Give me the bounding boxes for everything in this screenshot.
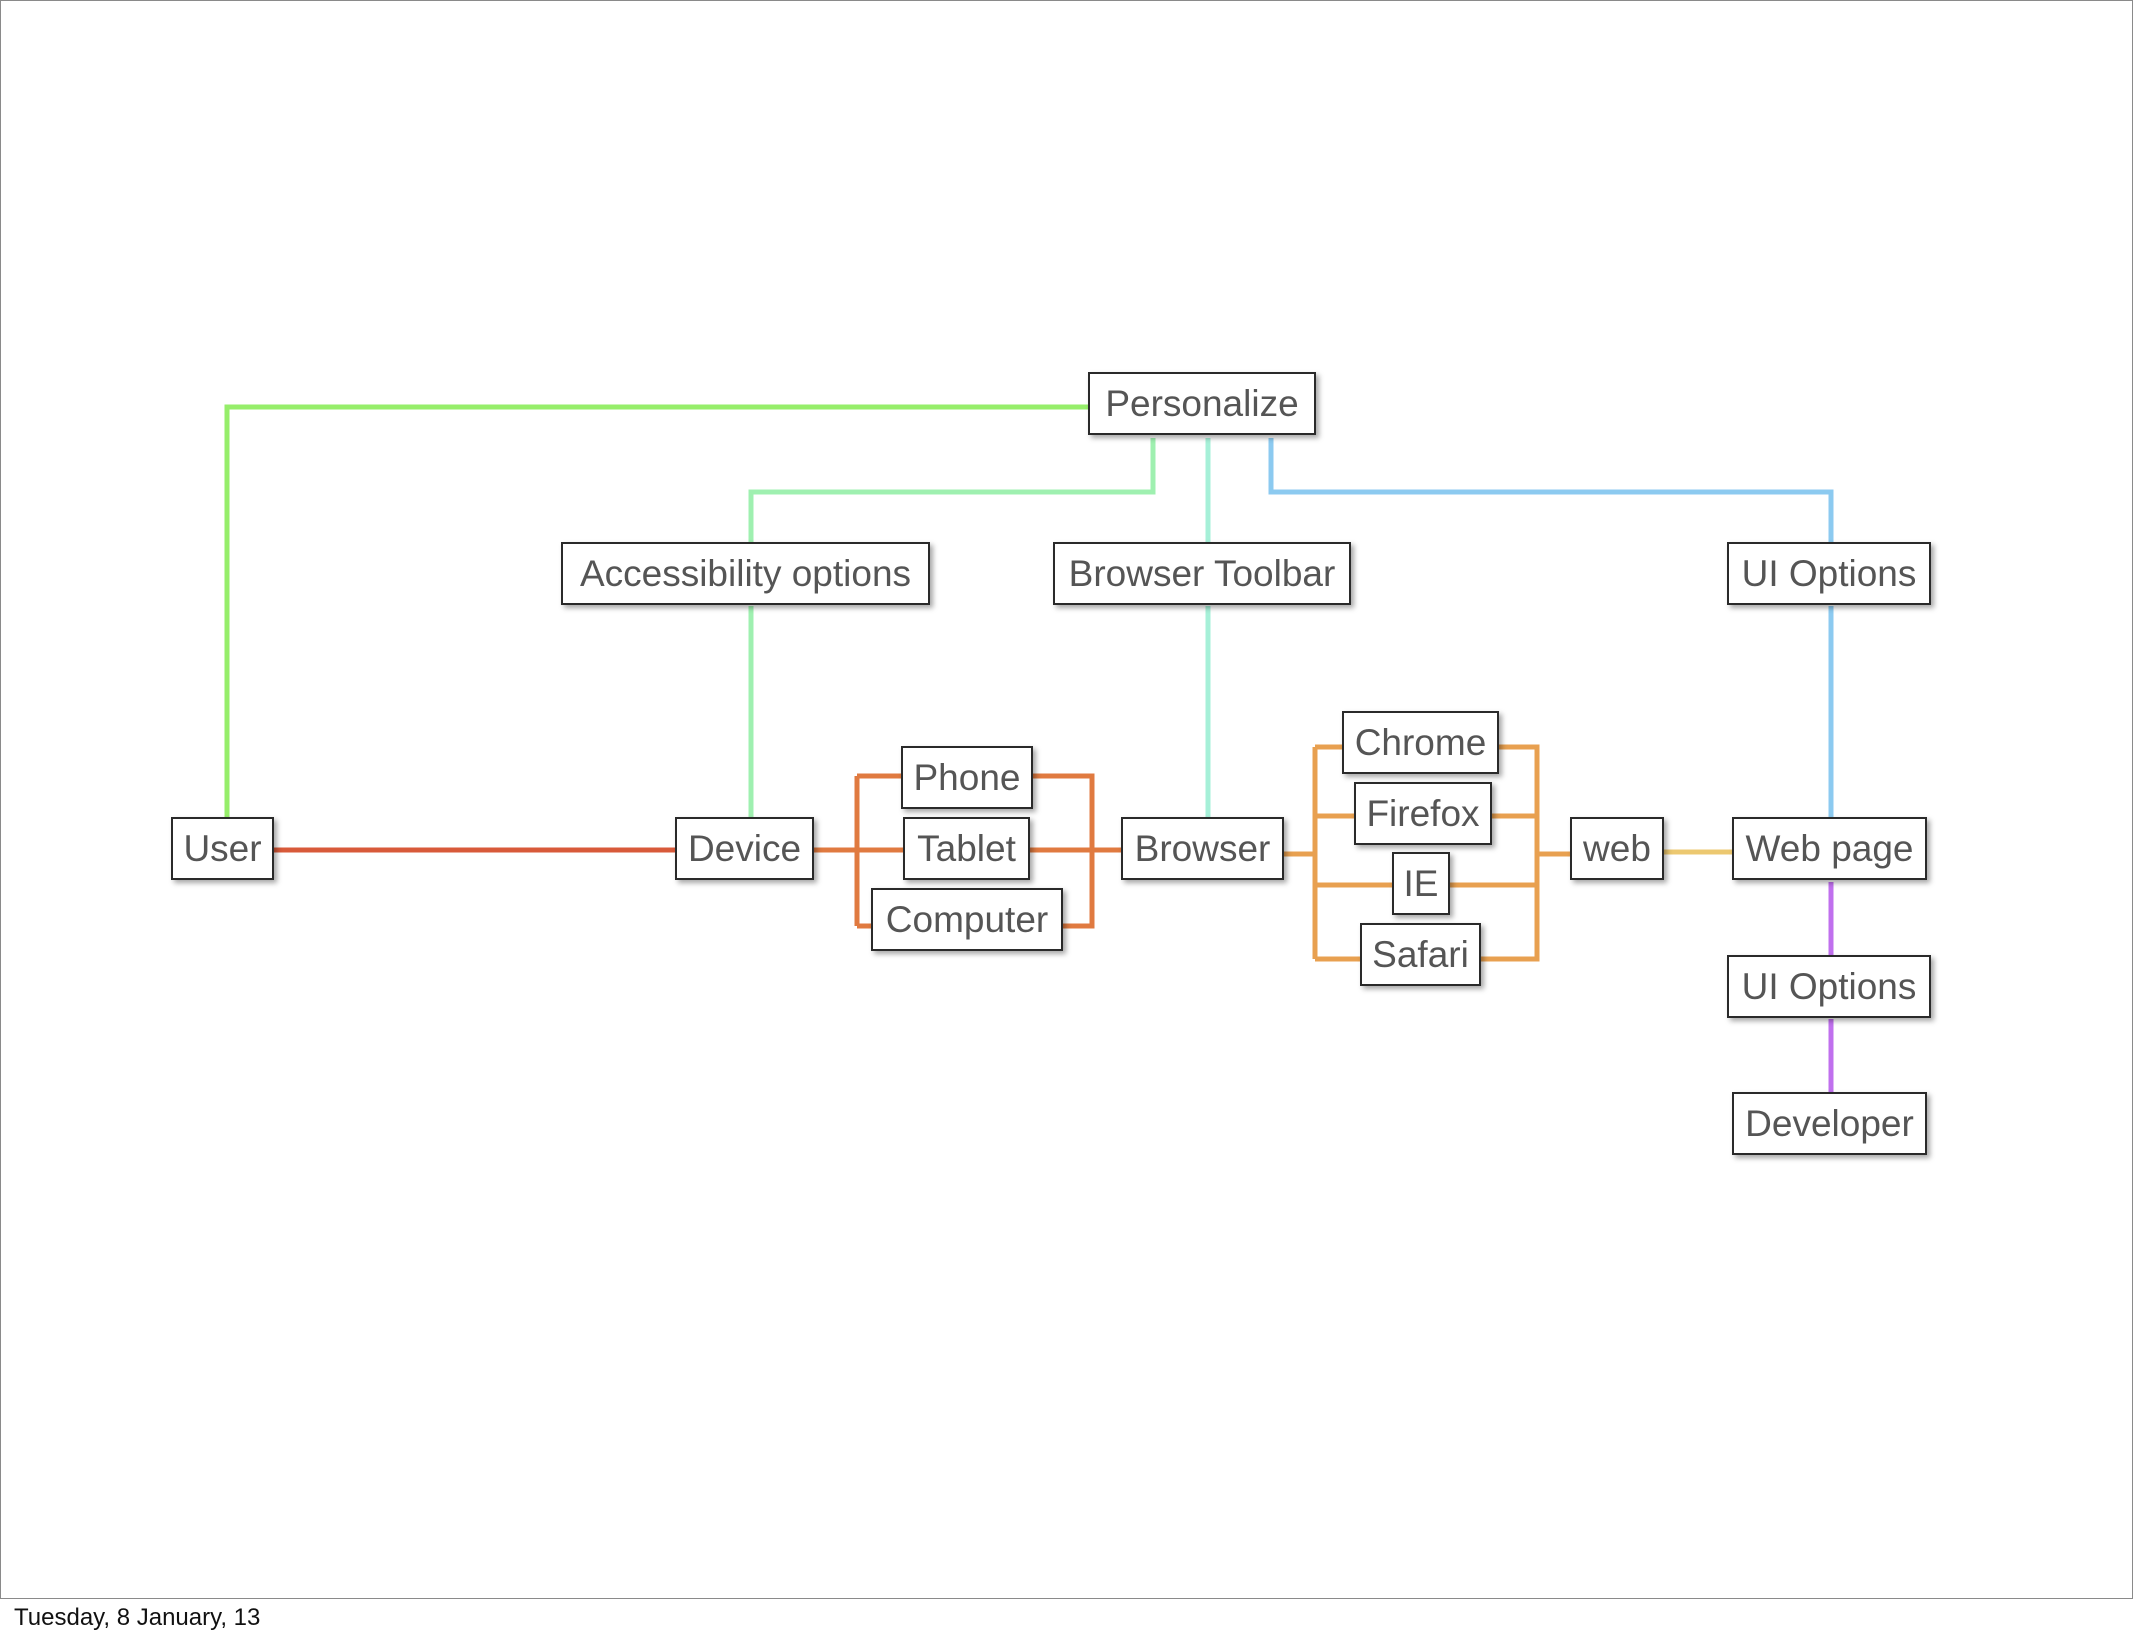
node-browser-toolbar[interactable]: Browser Toolbar bbox=[1053, 542, 1351, 605]
node-device[interactable]: Device bbox=[675, 817, 814, 880]
node-phone[interactable]: Phone bbox=[901, 746, 1033, 809]
node-web-page[interactable]: Web page bbox=[1732, 817, 1927, 880]
node-personalize[interactable]: Personalize bbox=[1088, 372, 1316, 435]
slide-canvas: Personalize Accessibility options Browse… bbox=[0, 0, 2133, 1599]
edge-list-web bbox=[1449, 744, 1571, 962]
node-ui-options-bottom[interactable]: UI Options bbox=[1727, 955, 1931, 1018]
node-safari[interactable]: Safari bbox=[1360, 923, 1481, 986]
edge-personalize-user bbox=[224, 404, 1089, 817]
node-firefox[interactable]: Firefox bbox=[1354, 782, 1492, 845]
node-browser[interactable]: Browser bbox=[1121, 817, 1284, 880]
node-user[interactable]: User bbox=[171, 817, 274, 880]
node-tablet[interactable]: Tablet bbox=[903, 817, 1030, 880]
edge-personalize-accessibility bbox=[748, 438, 1156, 542]
node-ui-options-top[interactable]: UI Options bbox=[1727, 542, 1931, 605]
footer-date: Tuesday, 8 January, 13 bbox=[14, 1604, 261, 1631]
node-ie[interactable]: IE bbox=[1392, 852, 1450, 915]
edge-types-browser bbox=[1029, 773, 1122, 929]
node-chrome[interactable]: Chrome bbox=[1342, 711, 1499, 774]
edge-personalize-uioptions bbox=[1268, 438, 1834, 542]
connector-lines bbox=[224, 404, 1834, 1092]
node-web[interactable]: web bbox=[1570, 817, 1664, 880]
edge-browser-list bbox=[1283, 744, 1393, 962]
node-developer[interactable]: Developer bbox=[1732, 1092, 1927, 1155]
node-computer[interactable]: Computer bbox=[871, 888, 1063, 951]
node-accessibility-options[interactable]: Accessibility options bbox=[561, 542, 930, 605]
edge-device-types bbox=[813, 773, 904, 929]
